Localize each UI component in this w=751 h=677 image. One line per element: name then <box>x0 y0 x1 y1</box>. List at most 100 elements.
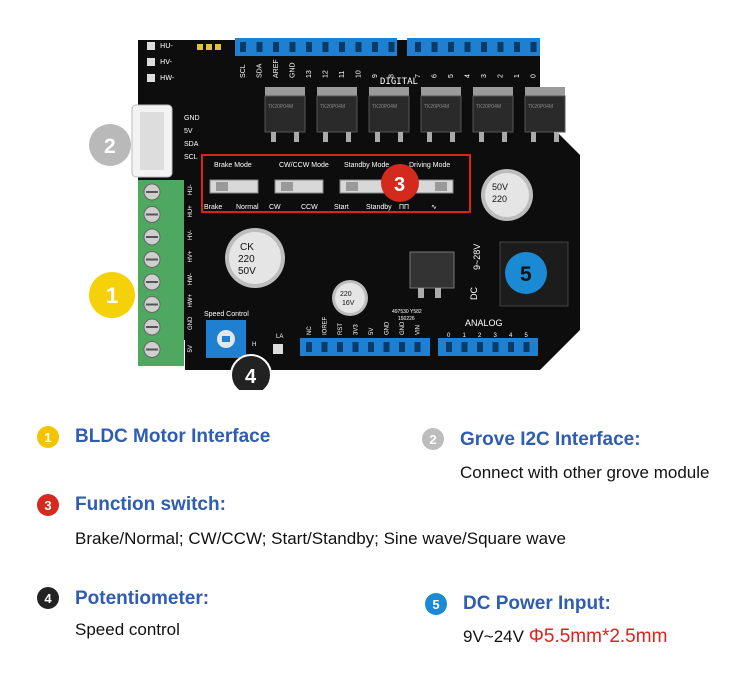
mosfet: TK20P04M <box>264 87 306 142</box>
svg-text:1: 1 <box>106 283 118 308</box>
pcb <box>138 40 580 370</box>
header-pin-label: 8 <box>389 74 396 78</box>
header-pin-label: 1 <box>514 74 521 78</box>
legend-title-grove: Grove I2C Interface: <box>460 429 641 450</box>
svg-text:50V: 50V <box>492 182 508 192</box>
mosfet: TK20P04M <box>420 87 462 142</box>
header-pin-label: SDA <box>257 63 264 78</box>
chip-marking: 497530 Y582 <box>392 309 422 315</box>
capacitor-small: 220 16V <box>332 280 368 316</box>
legend-desc-dc-power: 9V~24V Φ5.5mm*2.5mm <box>463 626 667 648</box>
grove-pin-label: GND <box>184 115 200 122</box>
header-pin-label: 12 <box>323 70 330 78</box>
bottom-header-power <box>300 338 430 356</box>
power-pin-label: NC <box>307 326 313 335</box>
speed-control-label: Speed Control <box>204 311 249 318</box>
power-pin-label: 5V <box>369 328 375 335</box>
svg-text:TK20P04M: TK20P04M <box>528 104 553 110</box>
header-pin-label: 10 <box>356 70 363 78</box>
svg-text:50V: 50V <box>238 266 256 277</box>
voltage-range: 9V~24V <box>463 627 524 646</box>
header-pin-label: 3 <box>481 74 488 78</box>
legend-title-potentiometer: Potentiometer: <box>75 588 210 609</box>
capacitor-right: 50V 220 <box>481 169 533 221</box>
legend-title-function-switch: Function switch: <box>75 494 226 515</box>
svg-text:CK: CK <box>240 242 254 253</box>
switch-mode-label: Standby Mode <box>344 162 389 169</box>
terminal-label: GND <box>188 316 194 330</box>
legend-desc-grove: Connect with other grove module <box>460 463 710 482</box>
voltage-regulator <box>409 251 455 289</box>
legend-title-bldc: BLDC Motor Interface <box>75 426 271 447</box>
legend-desc-potentiometer: Speed control <box>75 620 180 639</box>
voltage-label: 9~28V <box>472 244 482 270</box>
switch-option-label: Start <box>334 204 349 211</box>
svg-text:220: 220 <box>340 291 352 298</box>
terminal-label: HU- <box>188 184 194 195</box>
legend-title-dc-power: DC Power Input: <box>463 593 611 614</box>
switch-option-label: Standby <box>366 204 392 211</box>
header-pin-label: 9 <box>372 74 379 78</box>
header-pin-label: 11 <box>339 71 346 78</box>
svg-text:4: 4 <box>245 366 257 388</box>
jack-size: Φ5.5mm*2.5mm <box>528 626 668 647</box>
header-pin-label: GND <box>290 62 297 78</box>
svg-text:LA: LA <box>276 334 283 340</box>
svg-text:220: 220 <box>238 254 255 265</box>
function-switch-box <box>201 154 471 213</box>
analog-pin-label: 4 <box>509 333 513 339</box>
mosfet: TK20P04M <box>368 87 410 142</box>
terminal-label: 5V <box>188 345 194 352</box>
svg-text:5: 5 <box>520 263 532 286</box>
legend-badge-4: 4 <box>37 587 59 609</box>
grove-pin-label: 5V <box>184 128 193 135</box>
analog-pin-label: 5 <box>525 333 529 339</box>
legend-badge-3: 3 <box>37 494 59 516</box>
callout-3: 3 <box>381 164 419 202</box>
header-pin-label: 7 <box>415 74 422 78</box>
pin-label: HV- <box>160 58 173 66</box>
svg-text:220: 220 <box>492 194 507 204</box>
svg-text:H: H <box>252 342 256 348</box>
top-header-right <box>407 38 540 56</box>
header-pin-label: 4 <box>465 74 472 78</box>
legend-badge-2: 2 <box>422 428 444 450</box>
switch-option-label: Normal <box>236 204 259 211</box>
header-pin-label: 2 <box>498 74 505 78</box>
switch-option-label: ∿ <box>431 204 437 211</box>
power-pin-label: 3V3 <box>354 324 360 335</box>
bottom-header-analog <box>438 338 538 356</box>
grove-pin-label: SCL <box>184 154 198 161</box>
mosfet: TK20P04M <box>524 87 566 142</box>
legend-badge-1: 1 <box>37 426 59 448</box>
power-pin-label: GND <box>385 321 391 335</box>
header-pin-label: 6 <box>432 74 439 78</box>
switch-option-label: ΠΠ <box>399 204 409 211</box>
svg-text:2: 2 <box>104 135 116 158</box>
callout-4: 4 <box>230 354 272 396</box>
dc-label: DC <box>469 287 479 300</box>
pin-label: HU- <box>160 42 173 50</box>
chip-marking: 150226 <box>398 316 415 322</box>
switch-option-label: CW <box>269 204 281 211</box>
terminal-label: HW+ <box>188 294 194 308</box>
svg-text:TK20P04M: TK20P04M <box>320 104 345 110</box>
mosfet: TK20P04M <box>316 87 358 142</box>
capacitor-large: CK 220 50V <box>225 228 285 288</box>
power-pin-label: RST <box>338 323 344 335</box>
analog-label: ANALOG <box>465 318 503 328</box>
legend-badge-5: 5 <box>425 593 447 615</box>
switch-mode-label: CW/CCW Mode <box>279 162 329 169</box>
power-pin-label: IOREF <box>323 316 329 335</box>
terminal-label: HV- <box>188 230 194 240</box>
switch-option-label: CCW <box>301 204 318 211</box>
svg-text:TK20P04M: TK20P04M <box>372 104 397 110</box>
callout-1: 1 <box>89 272 135 318</box>
callout-5: 5 <box>505 252 547 294</box>
callout-2: 2 <box>89 124 131 166</box>
analog-pin-label: 0 <box>447 333 451 339</box>
